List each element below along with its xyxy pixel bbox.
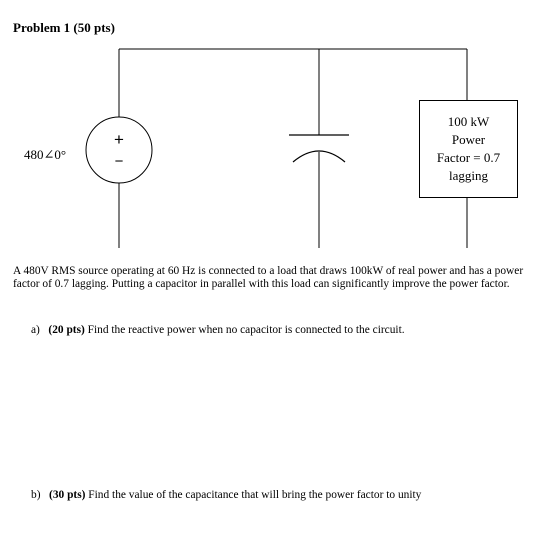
question-b-text: Find the value of the capacitance that w… <box>88 489 422 501</box>
load-power: 100 kW <box>447 114 490 129</box>
source-minus: − <box>115 153 124 170</box>
question-a-label: a) <box>31 324 40 336</box>
problem-title: Problem 1 (50 pts) <box>13 20 115 35</box>
voltage-source <box>85 116 153 184</box>
load-label-power: Power <box>451 132 486 147</box>
load-power-factor: Factor = 0.7 <box>436 150 501 165</box>
problem-description: A 480V RMS source operating at 60 Hz is … <box>13 265 524 290</box>
question-b: b) (30 pts) Find the value of the capaci… <box>31 489 421 501</box>
load-lagging: lagging <box>449 168 488 183</box>
question-b-points: (30 pts) <box>49 489 86 501</box>
source-plus: + <box>114 130 124 149</box>
question-a-text: Find the reactive power when no capacito… <box>87 324 405 336</box>
question-b-label: b) <box>31 489 41 501</box>
capacitor-plate-curved <box>292 150 346 163</box>
circuit-diagram: + − <box>85 48 468 248</box>
load-box: 100 kW Power Factor = 0.7 lagging <box>419 100 518 198</box>
source-voltage-label: 480∠0° <box>24 147 67 162</box>
question-a: a) (20 pts) Find the reactive power when… <box>31 324 405 336</box>
question-a-points: (20 pts) <box>48 324 85 336</box>
